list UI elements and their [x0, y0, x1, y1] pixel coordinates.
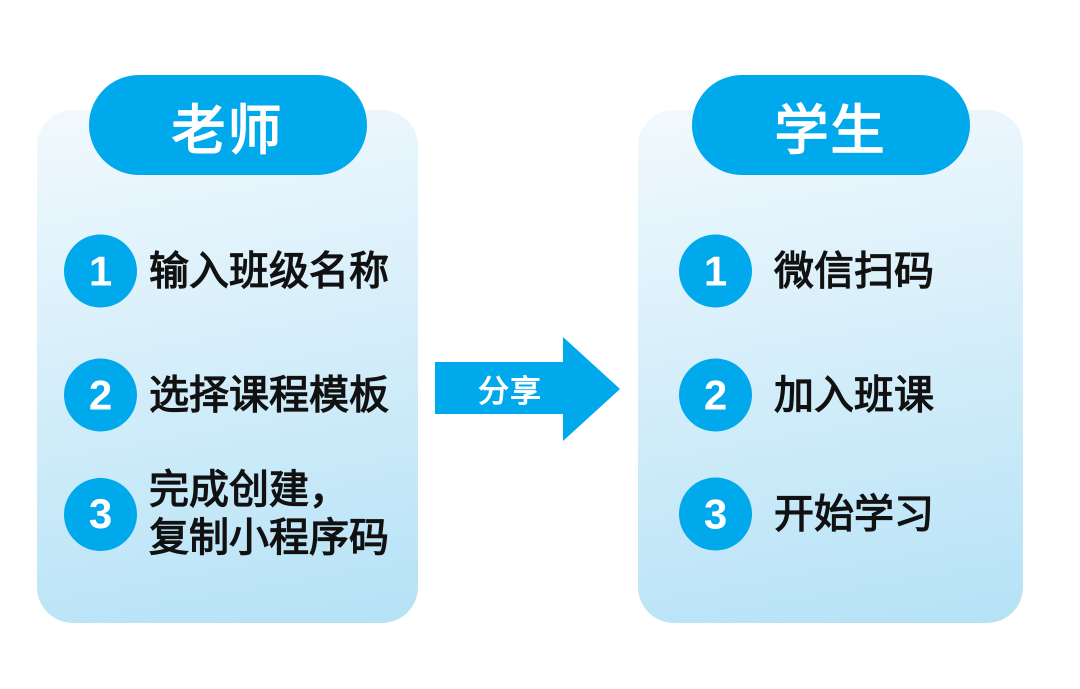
teacher-step-1: 1 输入班级名称 — [64, 234, 389, 308]
step-number: 1 — [88, 247, 113, 294]
step-label: 加入班课 — [774, 371, 934, 419]
teacher-panel-title-pill: 老师 — [88, 75, 367, 175]
student-panel-title: 学生 — [774, 100, 887, 161]
student-panel-title-pill: 学生 — [691, 75, 970, 175]
step-label-line: 加入班课 — [774, 373, 934, 417]
step-label: 输入班级名称 — [149, 247, 389, 295]
teacher-panel: 老师 1 输入班级名称 2 选择课程模板 3 完 — [37, 75, 418, 623]
share-arrow: 分享 — [435, 337, 620, 442]
step-label-line: 输入班级名称 — [149, 249, 389, 293]
step-label: 完成创建， 复制小程序码 — [149, 466, 389, 562]
arrow-right-icon — [563, 337, 620, 441]
step-number: 2 — [703, 371, 728, 418]
step-number: 3 — [88, 490, 113, 537]
step-number-badge: 2 — [64, 358, 137, 432]
step-number: 1 — [703, 247, 728, 294]
step-label: 微信扫码 — [774, 247, 934, 295]
teacher-step-2: 2 选择课程模板 — [64, 358, 389, 432]
step-label: 开始学习 — [774, 490, 934, 538]
step-label-line: 完成创建， — [149, 468, 349, 512]
step-number-badge: 3 — [64, 477, 137, 551]
share-arrow-shaft: 分享 — [435, 362, 563, 414]
step-label-line: 开始学习 — [774, 492, 934, 536]
student-step-3: 3 开始学习 — [679, 477, 934, 551]
step-number: 2 — [88, 371, 113, 418]
step-label: 选择课程模板 — [149, 371, 389, 419]
share-arrow-label: 分享 — [478, 373, 542, 409]
step-label-line: 微信扫码 — [774, 249, 934, 293]
step-number-badge: 1 — [64, 234, 137, 308]
student-panel: 学生 1 微信扫码 2 加入班课 3 开始学习 — [638, 75, 1023, 623]
step-label-line: 复制小程序码 — [149, 516, 389, 560]
step-label-line: 选择课程模板 — [149, 373, 389, 417]
step-number-badge: 3 — [679, 477, 752, 551]
step-number-badge: 1 — [679, 234, 752, 308]
teacher-step-3: 3 完成创建， 复制小程序码 — [64, 466, 389, 562]
step-number-badge: 2 — [679, 358, 752, 432]
step-number: 3 — [703, 490, 728, 537]
student-step-1: 1 微信扫码 — [679, 234, 934, 308]
student-step-2: 2 加入班课 — [679, 358, 934, 432]
teacher-panel-title: 老师 — [171, 100, 284, 161]
